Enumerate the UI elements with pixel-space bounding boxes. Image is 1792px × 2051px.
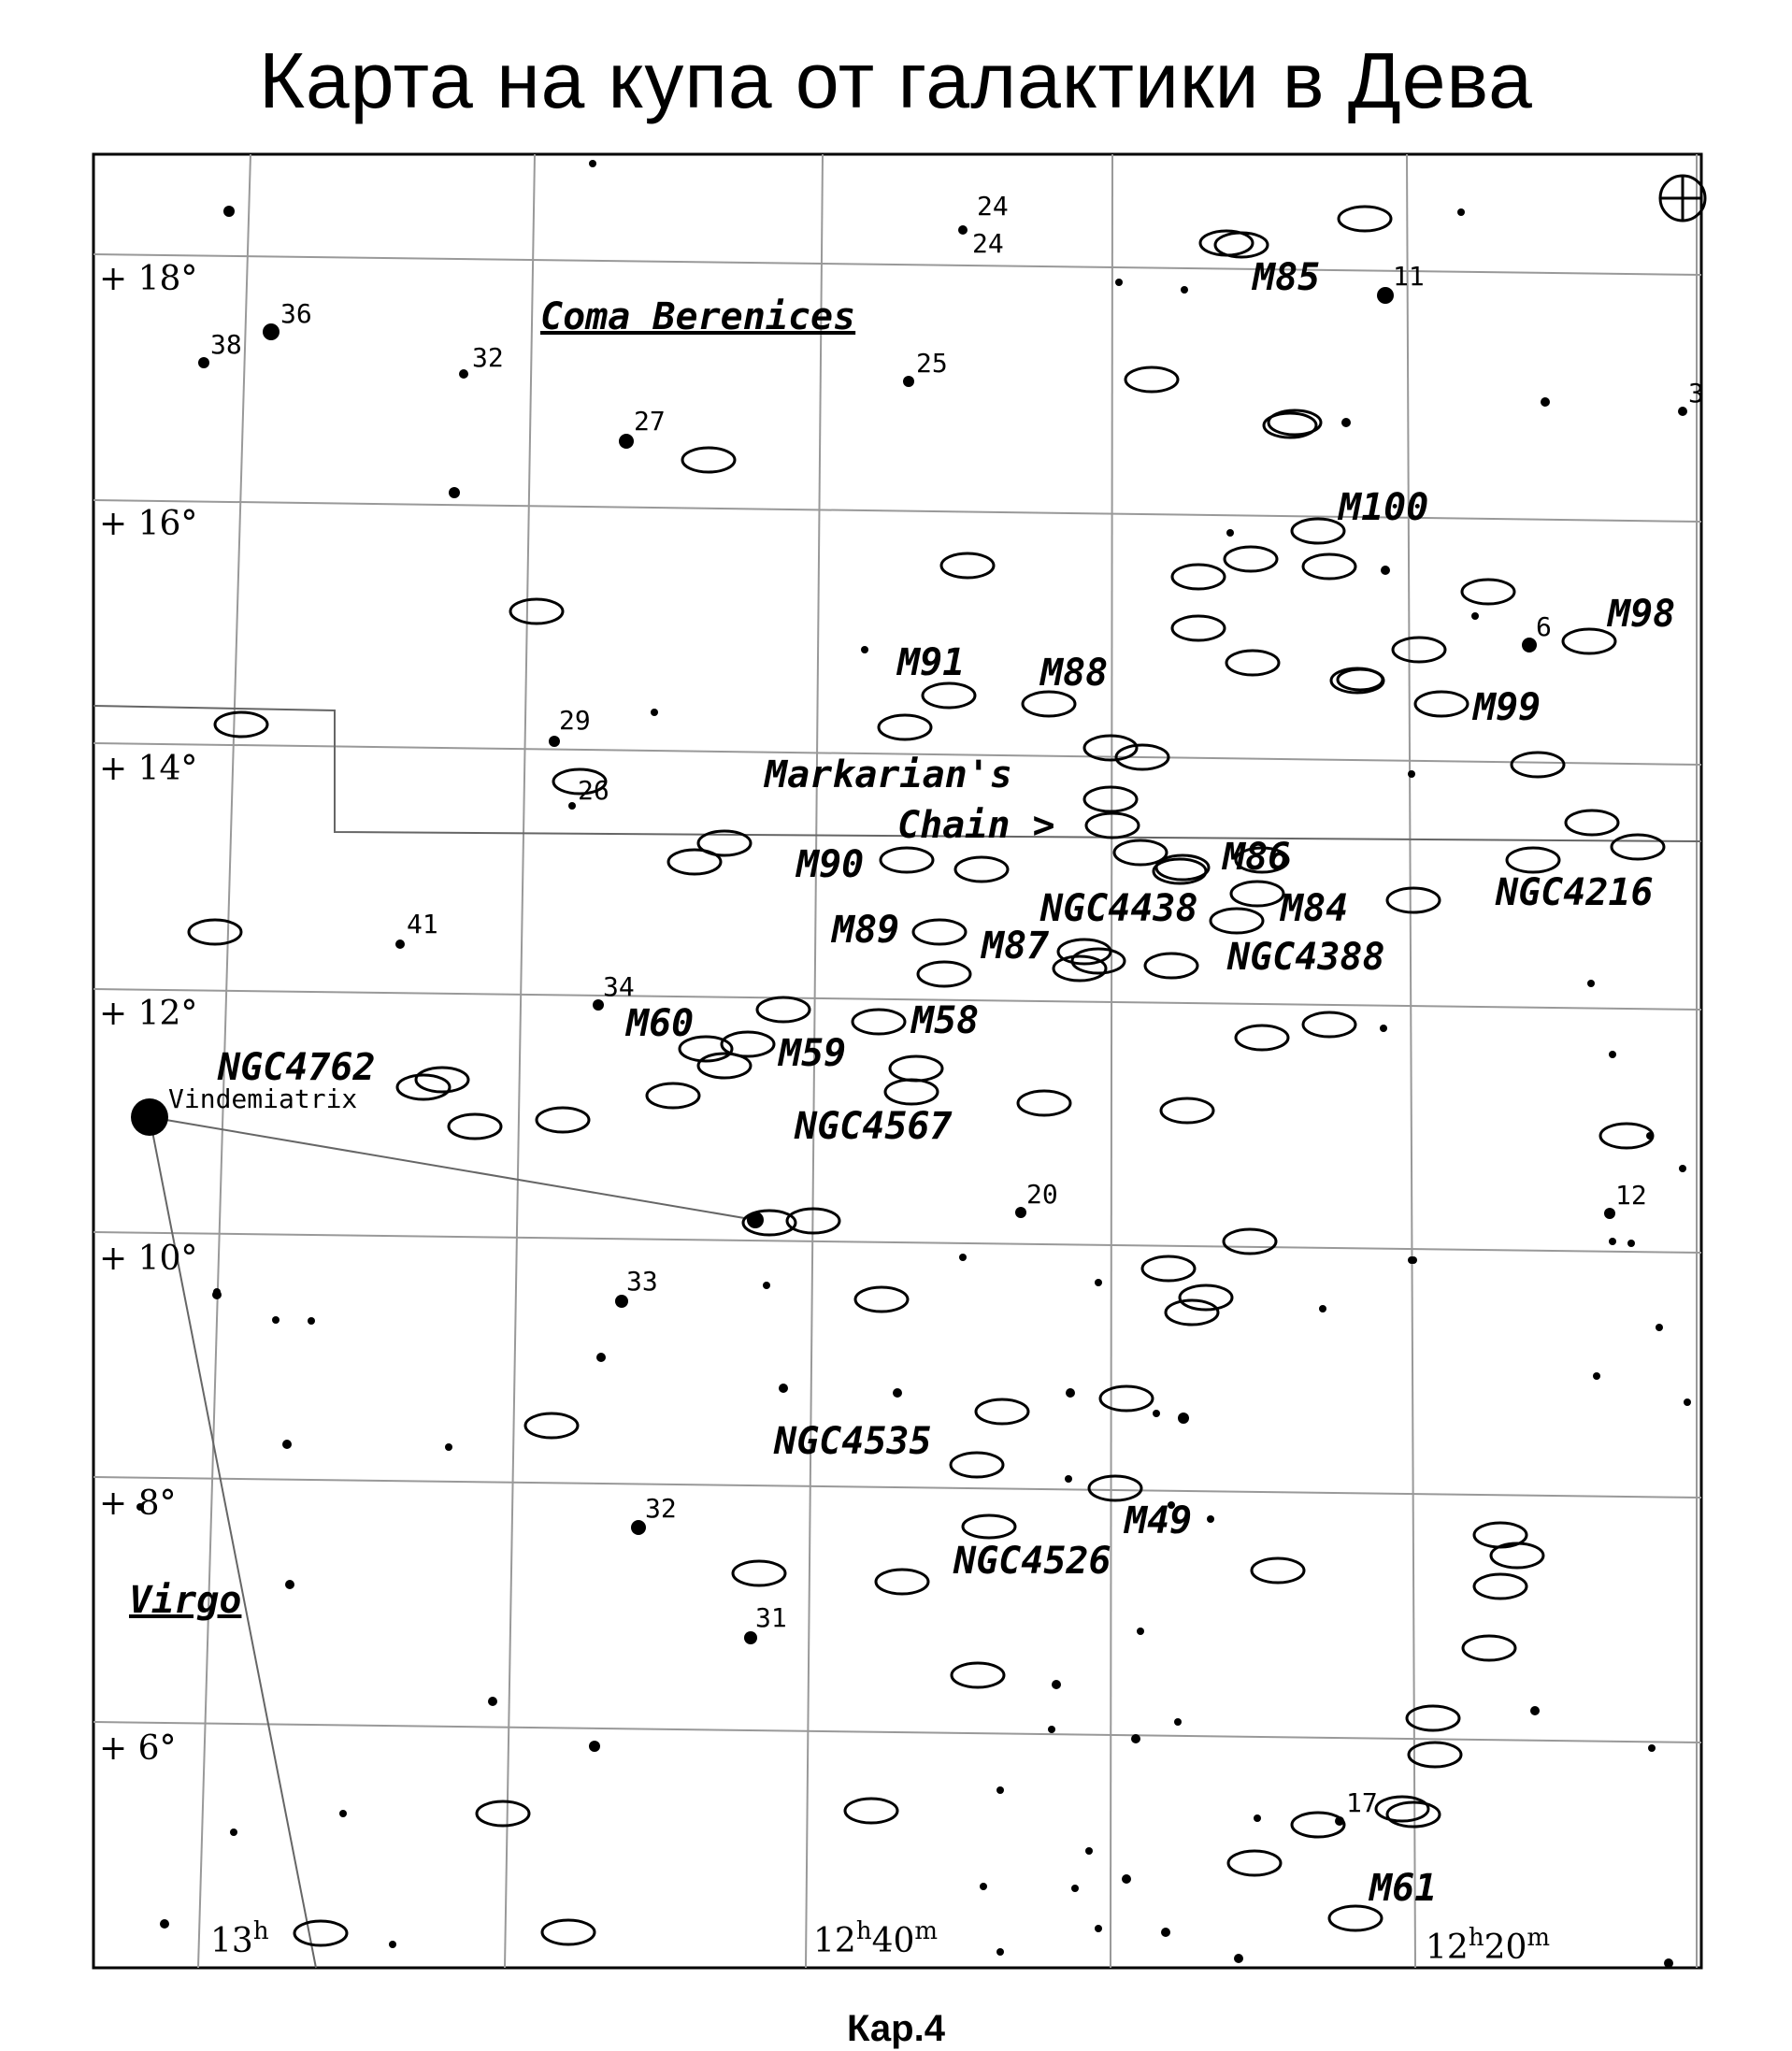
dec-label: + 12° <box>99 995 197 1033</box>
object-label: NGC4216 <box>1495 871 1654 914</box>
object-label: M87 <box>980 925 1049 968</box>
dec-label: + 14° <box>99 750 197 788</box>
object-label: M99 <box>1471 686 1541 729</box>
star-number: 27 <box>634 406 666 437</box>
constellation-label: Coma Berenices <box>540 295 855 338</box>
star-number: 24 <box>972 228 1004 259</box>
object-label: M60 <box>624 1002 694 1045</box>
object-label: M85 <box>1251 256 1320 299</box>
crosshair-icon <box>1658 174 1707 222</box>
ra-label-13h: 13h <box>210 1917 269 1960</box>
constellation-label: Virgo <box>129 1579 241 1622</box>
object-label: NGC4438 <box>1039 887 1198 930</box>
figure-caption: Кар.4 <box>847 2008 945 2049</box>
star-number: 33 <box>626 1266 658 1297</box>
constellation-boundary <box>93 705 1702 842</box>
object-labels: M85 M100 M98 M91 M88 M99 Markarian's Cha… <box>217 256 1675 1910</box>
object-label: M98 <box>1606 593 1675 636</box>
object-label: NGC4526 <box>953 1540 1111 1583</box>
dec-label: + 6° <box>99 1729 177 1768</box>
dec-label: + 8° <box>99 1484 177 1523</box>
star-number: 41 <box>407 909 438 939</box>
object-label: M59 <box>777 1032 846 1075</box>
object-label: M89 <box>830 909 899 952</box>
object-label: M61 <box>1368 1867 1437 1910</box>
dec-grid <box>93 253 1702 1743</box>
object-label: NGC4762 <box>217 1046 376 1089</box>
star-number: 24 <box>977 191 1009 222</box>
star-number: 31 <box>755 1602 787 1633</box>
object-label: M88 <box>1039 652 1108 695</box>
pointer-lines <box>149 1116 756 1969</box>
object-label: NGC4388 <box>1226 936 1385 979</box>
star-number: 34 <box>603 971 635 1002</box>
object-label: M90 <box>795 843 864 886</box>
star-number: 29 <box>559 705 591 736</box>
declination-labels: + 18° + 16° + 14° + 12° + 10° + 8° + 6° <box>99 260 197 1768</box>
object-label: Chain > <box>897 804 1055 847</box>
star-number: 6 <box>1536 611 1552 642</box>
star-number: 38 <box>210 329 242 360</box>
dec-label: + 16° <box>99 505 197 543</box>
star-number: 20 <box>1026 1179 1058 1210</box>
star-number: 32 <box>472 342 504 373</box>
ra-grid <box>197 153 1698 1969</box>
dec-label: + 10° <box>99 1240 197 1278</box>
star-name-label: Vindemiatrix <box>168 1083 357 1114</box>
star-number: 3 <box>1688 378 1704 409</box>
object-label: M91 <box>896 641 965 684</box>
star-number: 32 <box>645 1493 677 1524</box>
object-label: M84 <box>1279 887 1348 930</box>
star-number: 11 <box>1393 261 1425 292</box>
star-number: 25 <box>916 348 948 379</box>
object-label: M58 <box>910 999 979 1042</box>
object-label: M86 <box>1221 836 1290 879</box>
star-number-labels: 24 24 11 36 38 32 25 27 3 6 29 26 41 34 … <box>210 191 1704 1818</box>
ra-label-12h40m: 12h40m <box>813 1917 938 1960</box>
object-label: Markarian's <box>763 753 1012 796</box>
object-label: NGC4535 <box>773 1420 932 1463</box>
dec-label: + 18° <box>99 260 197 298</box>
stars <box>131 160 1691 1968</box>
object-label: M49 <box>1123 1499 1192 1542</box>
star-number: 12 <box>1615 1180 1647 1211</box>
object-label: M100 <box>1337 486 1428 529</box>
star-number: 17 <box>1346 1787 1378 1818</box>
constellation-labels: Coma Berenices Virgo <box>129 295 855 1622</box>
star-number: 26 <box>578 775 609 806</box>
ra-label-12h20m: 12h20m <box>1426 1924 1550 1967</box>
page-title: Карта на купа от галактики в Дева <box>259 36 1533 124</box>
star-number: 36 <box>280 298 312 329</box>
object-label: NGC4567 <box>794 1105 953 1148</box>
galaxies <box>187 205 1666 1947</box>
ra-labels: 13h 12h40m 12h20m <box>210 1917 1550 1967</box>
